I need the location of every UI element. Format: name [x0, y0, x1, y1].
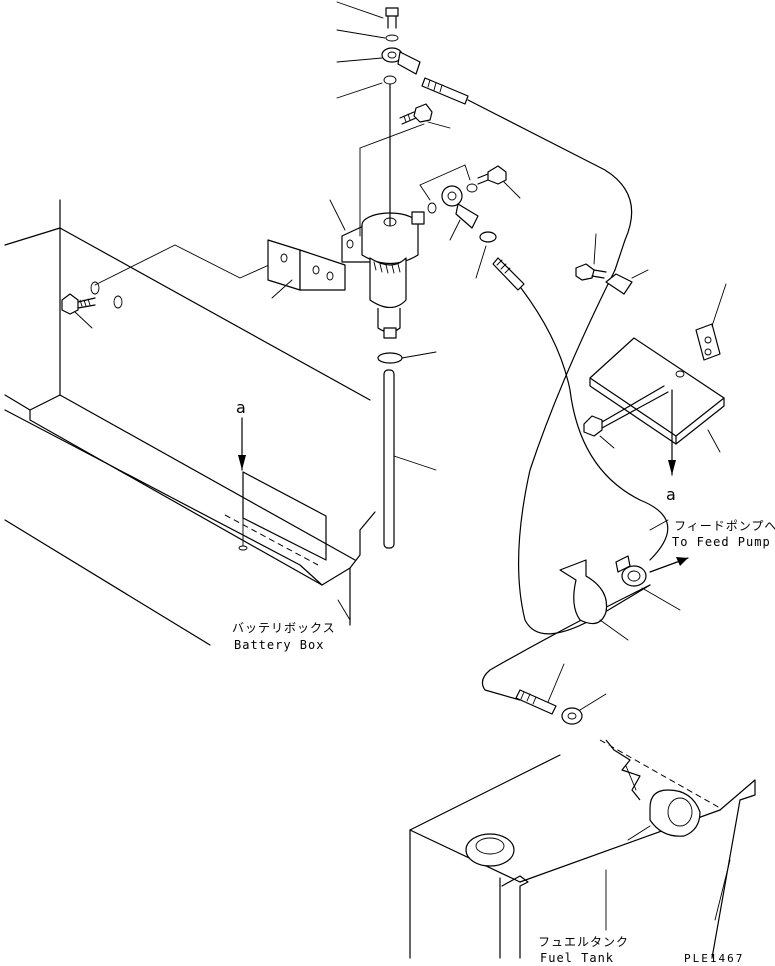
battery-box: [4, 199, 376, 646]
view-label-a-right: a: [666, 485, 676, 504]
fuel-filter: [329, 199, 425, 339]
label-fuel-tank-en: Fuel Tank: [540, 951, 614, 965]
tank-line-clip: [547, 663, 607, 725]
mounting-bolt-left: [61, 293, 96, 329]
drawing-code: PLE1467: [684, 952, 744, 965]
view-label-a-top: a: [236, 398, 246, 417]
label-battery-box-en: Battery Box: [234, 638, 324, 652]
view-arrow-a-top: a: [236, 398, 246, 471]
cover-plate: [583, 283, 727, 453]
to-feed-pump-arrow: [649, 519, 689, 573]
drain-tube: [377, 351, 437, 549]
washer-icon: [113, 295, 123, 309]
line-clamp-upper: [575, 233, 649, 295]
label-battery-box-jp: バッテリボックス: [232, 621, 336, 635]
washer-icon: [90, 281, 100, 295]
view-arrow-a-right: a: [666, 389, 676, 504]
fuel-tank: [409, 739, 756, 959]
label-feed-pump-en: To Feed Pump: [672, 535, 771, 549]
filter-bolt: [359, 103, 451, 237]
leader-lines-top: [336, 1, 386, 99]
line-clamp-lower: [559, 555, 681, 641]
filter-mounting-bracket: [267, 239, 346, 299]
fuel-lines: [421, 77, 669, 715]
top-fittings: [381, 7, 421, 226]
label-feed-pump-jp: フィードポンプへ: [674, 519, 775, 533]
label-fuel-tank-jp: フュエルタンク: [538, 935, 629, 949]
outlet-fittings: [419, 164, 521, 279]
